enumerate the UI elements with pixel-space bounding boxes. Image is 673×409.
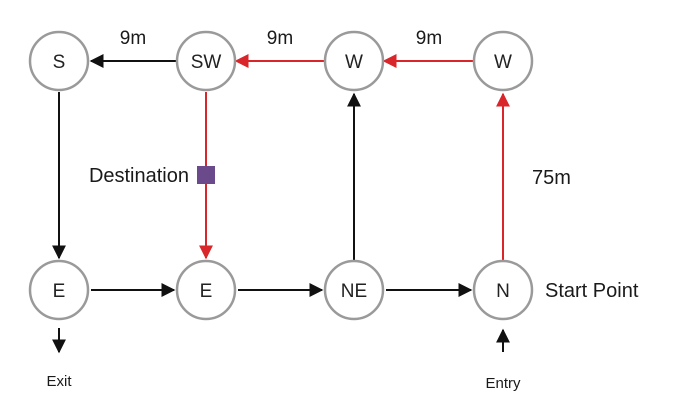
node-w-right-label: W	[494, 52, 512, 73]
node-n-label: N	[496, 281, 510, 302]
node-n: N	[472, 259, 534, 321]
node-s: S	[28, 30, 90, 92]
node-w-middle: W	[323, 30, 385, 92]
node-w-middle-label: W	[345, 52, 363, 73]
node-e-left-label: E	[53, 281, 66, 302]
node-e-left: E	[28, 259, 90, 321]
node-s-label: S	[53, 52, 66, 73]
entry-label: Entry	[485, 375, 521, 392]
distance-label-w-w: 9m	[416, 28, 442, 49]
start-point-label: Start Point	[545, 280, 639, 302]
destination-marker	[197, 166, 215, 184]
distance-label-sw-s: 9m	[120, 28, 146, 49]
node-sw-label: SW	[191, 52, 222, 73]
destination-label: Destination	[89, 165, 189, 187]
node-ne: NE	[323, 259, 385, 321]
node-w-right: W	[472, 30, 534, 92]
node-e-middle-label: E	[200, 281, 213, 302]
exit-label: Exit	[46, 373, 72, 390]
node-ne-label: NE	[341, 281, 367, 302]
node-e-middle: E	[175, 259, 237, 321]
node-sw: SW	[175, 30, 237, 92]
distance-label-w-sw: 9m	[267, 28, 293, 49]
vertical-distance-label: 75m	[532, 167, 571, 189]
